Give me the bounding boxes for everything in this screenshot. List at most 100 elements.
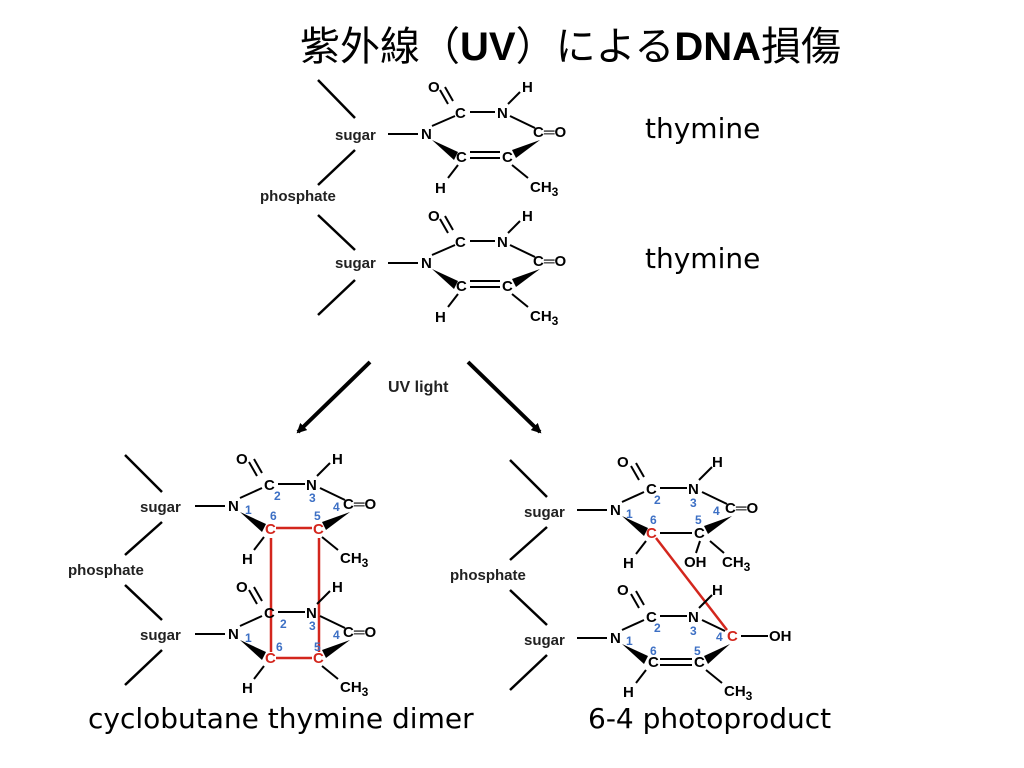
dimer-sugar-label-2: sugar bbox=[140, 627, 181, 644]
dimer-caption: cyclobutane thymine dimer bbox=[88, 702, 474, 735]
dimer-t2-n3: N bbox=[306, 605, 317, 622]
t2-c6: C bbox=[456, 278, 467, 295]
dimer-t1-num-4: 4 bbox=[333, 500, 340, 514]
cyclobutane-dimer-structure: sugar phosphate sugar N C O N H C═O C C … bbox=[68, 451, 376, 699]
dimer-t1-o2: O bbox=[236, 451, 248, 468]
dimer-t2-num-6: 6 bbox=[276, 640, 283, 654]
photo-t2-ch3: CH3 bbox=[724, 683, 753, 703]
uv-reaction-arrows: UV light bbox=[296, 360, 542, 434]
dimer-t2-c4o: C═O bbox=[343, 624, 376, 641]
dimer-t2-c5: C bbox=[313, 650, 324, 667]
dimer-t2-c2: C bbox=[264, 605, 275, 622]
t1-h3: H bbox=[522, 79, 533, 96]
dimer-t1-h3: H bbox=[332, 451, 343, 468]
t2-c4o: C═O bbox=[533, 253, 566, 270]
photo-t1-num-5: 5 bbox=[695, 513, 702, 527]
dimer-t1-ch3: CH3 bbox=[340, 550, 369, 570]
dimer-t1-c4o: C═O bbox=[343, 496, 376, 513]
photo-t1-c6: C bbox=[646, 525, 657, 542]
photo-t1-c4o: C═O bbox=[725, 500, 758, 517]
photo-t1-num-2: 2 bbox=[654, 493, 661, 507]
photo-t1-o2: O bbox=[617, 454, 629, 471]
photo-sugar-label-2: sugar bbox=[524, 632, 565, 649]
thymine-label-top: thymine bbox=[645, 112, 761, 145]
t1-n3: N bbox=[497, 105, 508, 122]
top-thymine-pair: sugar phosphate sugar N C O bbox=[260, 79, 566, 328]
title-prefix: 紫外線（ bbox=[300, 24, 460, 70]
photo-t1-oh: OH bbox=[684, 554, 707, 571]
photo-phosphate-label: phosphate bbox=[450, 567, 526, 584]
dimer-t1-h6: H bbox=[242, 551, 253, 568]
title-uv: UV bbox=[460, 25, 516, 69]
t1-c2: C bbox=[455, 105, 466, 122]
t2-n1: N bbox=[421, 255, 432, 272]
t1-ch3: CH3 bbox=[530, 179, 559, 199]
photo-t1-c5: C bbox=[694, 525, 705, 542]
dimer-t1-n1: N bbox=[228, 498, 239, 515]
photo-t1-num-6: 6 bbox=[650, 513, 657, 527]
dimer-t2-c6: C bbox=[265, 650, 276, 667]
thymine-label-bottom: thymine bbox=[645, 242, 761, 275]
photo-sugar-label-1: sugar bbox=[524, 504, 565, 521]
t1-c4o: C═O bbox=[533, 124, 566, 141]
arrow-right bbox=[466, 360, 542, 434]
dimer-t1-num-5: 5 bbox=[314, 509, 321, 523]
photo-t2-c4: C bbox=[727, 628, 738, 645]
photo-t1-h3: H bbox=[712, 454, 723, 471]
photo-t2-c2: C bbox=[646, 609, 657, 626]
photo-t2-num-5: 5 bbox=[694, 644, 701, 658]
uv-light-label: UV light bbox=[388, 379, 449, 396]
dimer-t2-h3: H bbox=[332, 579, 343, 596]
photo-t2-n1: N bbox=[610, 630, 621, 647]
t2-c2: C bbox=[455, 234, 466, 251]
t2-c5: C bbox=[502, 278, 513, 295]
t2-h3: H bbox=[522, 208, 533, 225]
photo-t2-num-6: 6 bbox=[650, 644, 657, 658]
dimer-t1-c2: C bbox=[264, 477, 275, 494]
thymine-structure-1: N C O N H C═O C C H CH3 bbox=[388, 79, 566, 199]
title-dna: DNA bbox=[674, 25, 762, 69]
t1-h6: H bbox=[435, 180, 446, 197]
top-phosphate-label: phosphate bbox=[260, 188, 336, 205]
photo-t2-oh: OH bbox=[769, 628, 792, 645]
photo-t1-num-1: 1 bbox=[626, 507, 633, 521]
dimer-t1-num-1: 1 bbox=[245, 503, 252, 517]
t2-n3: N bbox=[497, 234, 508, 251]
slide-title: 紫外線（UV）によるDNA損傷 bbox=[300, 14, 841, 72]
thymine-structure-2: N C O N H C═O C C H CH3 bbox=[388, 208, 566, 328]
photo-t1-n1: N bbox=[610, 502, 621, 519]
t1-c5: C bbox=[502, 149, 513, 166]
dimer-t2-num-2: 2 bbox=[280, 617, 287, 631]
dimer-t1-num-6: 6 bbox=[270, 509, 277, 523]
photo-t2-h3: H bbox=[712, 582, 723, 599]
t2-ch3: CH3 bbox=[530, 308, 559, 328]
photo-t1-num-4: 4 bbox=[713, 504, 720, 518]
dimer-sugar-label-1: sugar bbox=[140, 499, 181, 516]
dimer-t1-n3: N bbox=[306, 477, 317, 494]
photoproduct-caption: 6-4 photoproduct bbox=[588, 702, 832, 735]
photo-t2-num-4: 4 bbox=[716, 630, 723, 644]
dimer-t1-num-2: 2 bbox=[274, 489, 281, 503]
dimer-t2-n1: N bbox=[228, 626, 239, 643]
dimer-t2-o2: O bbox=[236, 579, 248, 596]
dimer-t1-c6: C bbox=[265, 521, 276, 538]
photo-t1-num-3: 3 bbox=[690, 496, 697, 510]
photo-t1-c2: C bbox=[646, 481, 657, 498]
dimer-t2-num-5: 5 bbox=[314, 640, 321, 654]
title-suffix: 損傷 bbox=[761, 24, 842, 70]
t1-o2: O bbox=[428, 79, 440, 96]
t1-c6: C bbox=[456, 149, 467, 166]
t2-h6: H bbox=[435, 309, 446, 326]
dimer-t2-h6: H bbox=[242, 680, 253, 697]
photo-t2-o2: O bbox=[617, 582, 629, 599]
dimer-phosphate-label: phosphate bbox=[68, 562, 144, 579]
t2-o2: O bbox=[428, 208, 440, 225]
photo-t1-h6: H bbox=[623, 555, 634, 572]
dimer-t2-num-3: 3 bbox=[309, 619, 316, 633]
photo-t2-h6: H bbox=[623, 684, 634, 701]
photo-t2-n3: N bbox=[688, 609, 699, 626]
photo-t2-c6: C bbox=[648, 654, 659, 671]
photo-t1-ch3: CH3 bbox=[722, 554, 751, 574]
